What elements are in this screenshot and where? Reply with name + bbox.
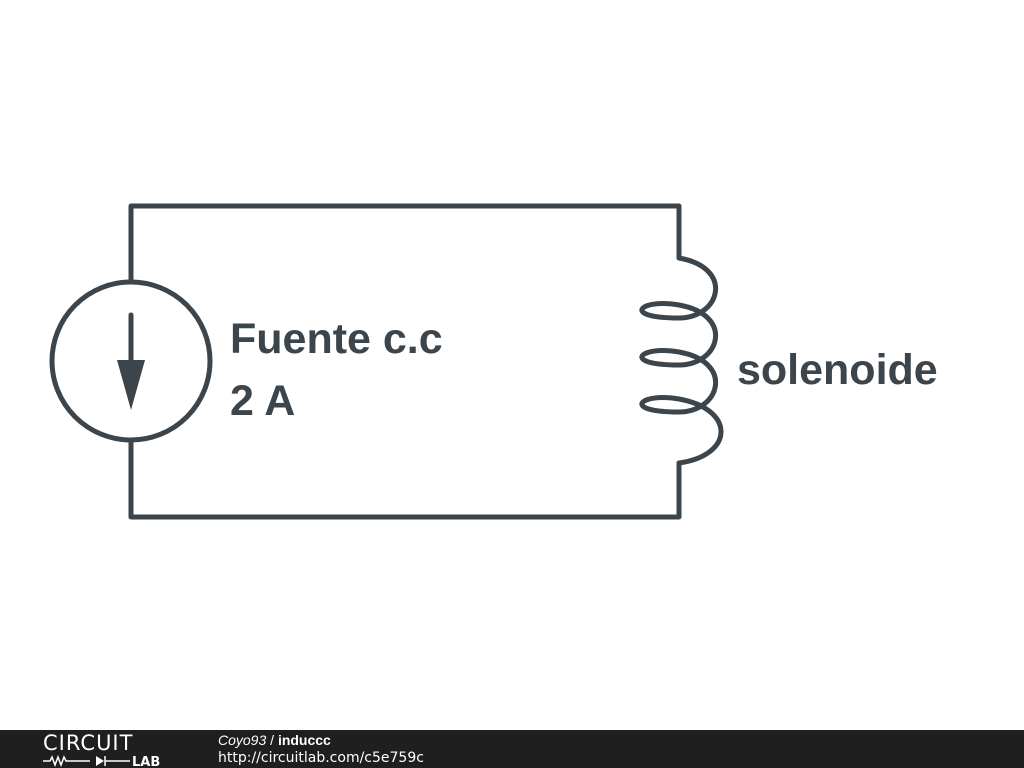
wire-left-bottom [128, 437, 682, 520]
logo-top-text: CIRCUIT [43, 731, 133, 755]
footer-info: Coyo93 / induccc http://circuitlab.com/c… [218, 731, 424, 767]
circuit-diagram: Fuente c.c 2 A solenoide [49, 203, 938, 520]
logo-resistor-icon [43, 754, 90, 768]
footer-credit: Coyo93 / induccc [218, 731, 424, 749]
wire-left-top [128, 203, 682, 285]
circuit-title[interactable]: induccc [277, 732, 331, 748]
footer-separator: / [266, 732, 278, 748]
inductor-label: solenoide [737, 346, 938, 394]
logo-diode-icon [96, 756, 104, 766]
footer-bar: CIRCUIT LAB Coyo93 / induccc http://circ… [0, 730, 1024, 768]
current-source-arrow-head [117, 360, 145, 410]
source-label: Fuente c.c [230, 315, 443, 363]
source-value: 2 A [230, 377, 295, 425]
circuit-url[interactable]: http://circuitlab.com/c5e759c [218, 750, 424, 766]
current-source [49, 279, 213, 443]
inductor-coil [639, 255, 724, 466]
circuitlab-logo[interactable]: CIRCUIT LAB [40, 730, 180, 768]
logo-bottom-text: LAB [132, 755, 160, 768]
author-name[interactable]: Coyo93 [218, 732, 267, 748]
current-source-circle [49, 279, 213, 443]
